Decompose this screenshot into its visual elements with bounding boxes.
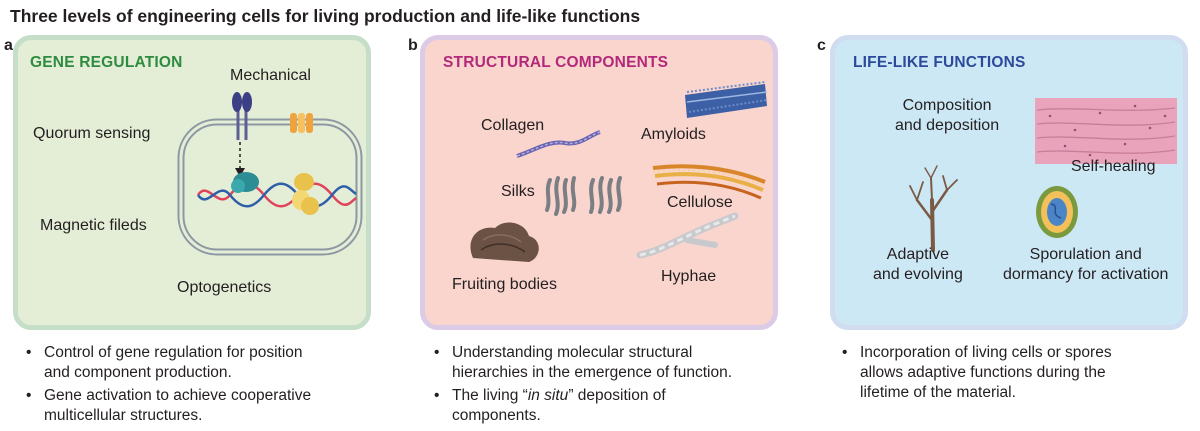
list-item: Understanding molecular structural hiera…: [430, 343, 810, 383]
ribosome-icon: [231, 172, 319, 215]
panel-heading: GENE REGULATION: [30, 54, 183, 71]
hyphae-icon: [636, 212, 739, 259]
functions-diagram: [909, 98, 1177, 252]
bullet-list-a: Control of gene regulation for position …: [22, 343, 392, 430]
dna-helix-icon: [196, 182, 357, 208]
label-fruiting-bodies: Fruiting bodies: [452, 276, 557, 293]
bullet-list-c: Incorporation of living cells or spores …: [838, 343, 1188, 406]
cell-membrane-icon: [177, 118, 363, 256]
panel-life-like-functions: LIFE-LIKE FUNCTIONS: [830, 35, 1188, 330]
label-quorum-sensing: Quorum sensing: [33, 125, 151, 142]
label-adaptive-evolving: Adaptive and evolving: [873, 246, 963, 283]
figure-title: Three levels of engineering cells for li…: [10, 6, 641, 26]
list-item: Incorporation of living cells or spores …: [838, 343, 1188, 403]
tree-icon: [909, 165, 958, 252]
label-silks: Silks: [501, 183, 535, 200]
label-collagen: Collagen: [481, 117, 545, 134]
list-item: Control of gene regulation for position …: [22, 343, 392, 383]
list-item: The living “in situ” deposition of compo…: [430, 386, 810, 426]
cellulose-fiber-icon: [652, 164, 766, 200]
panel-gene-regulation: GENE REGULATION: [13, 35, 371, 330]
label-composition-deposition: Composition and deposition: [895, 97, 1000, 134]
ion-channel-icon: [290, 113, 313, 133]
panel-letter-a: a: [4, 37, 13, 54]
panel-structural-components: STRUCTURAL COMPONENTS: [420, 35, 778, 330]
panel-letter-b: b: [408, 37, 418, 54]
panel-heading: LIFE-LIKE FUNCTIONS: [853, 54, 1026, 71]
bullet-list-b: Understanding molecular structural hiera…: [430, 343, 810, 430]
amyloid-fibril-icon: [685, 81, 768, 118]
spore-icon: [1036, 186, 1078, 238]
label-hyphae: Hyphae: [661, 268, 717, 285]
structures-diagram: [470, 81, 768, 262]
label-sporulation-dormancy: Sporulation and dormancy for activation: [1003, 246, 1169, 283]
tissue-icon: [1035, 98, 1177, 164]
cell-diagram: [177, 92, 363, 256]
silk-fibers-icon: [545, 176, 622, 216]
list-item: Gene activation to achieve cooperative m…: [22, 386, 392, 426]
label-amyloids: Amyloids: [641, 126, 706, 143]
collagen-fiber-icon: [516, 130, 601, 158]
receptor-icon: [232, 92, 252, 140]
fruiting-body-icon: [470, 222, 539, 262]
label-self-healing: Self-healing: [1071, 158, 1156, 175]
label-magnetic-fields: Magnetic fileds: [40, 217, 147, 234]
panel-heading: STRUCTURAL COMPONENTS: [443, 54, 669, 71]
label-mechanical: Mechanical: [230, 67, 311, 84]
signal-arrow-icon: [235, 142, 245, 177]
label-cellulose: Cellulose: [667, 194, 733, 211]
panel-letter-c: c: [817, 37, 826, 54]
label-optogenetics: Optogenetics: [177, 279, 272, 296]
